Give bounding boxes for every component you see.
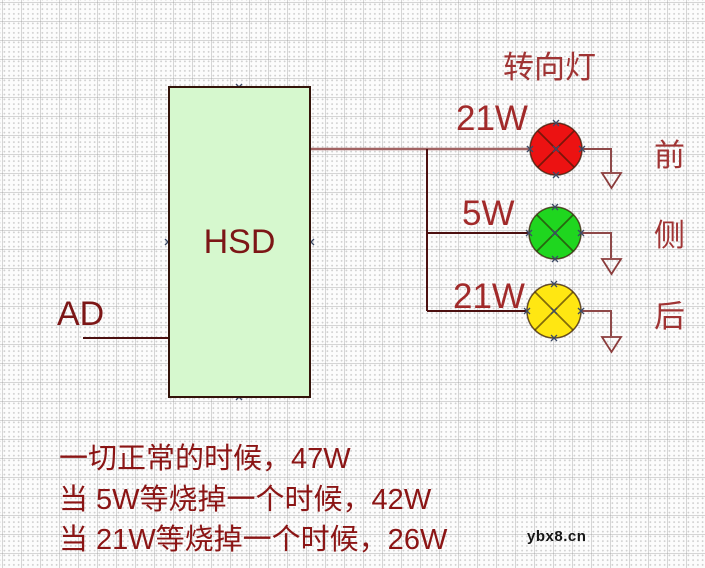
lamp3-power-label[interactable]: 21W [453,277,525,316]
wire-lamps-to-ground[interactable] [581,148,612,336]
handle-icon[interactable] [577,229,585,237]
wire-branch-bus[interactable] [426,149,530,312]
handle-icon[interactable] [578,145,586,153]
hsd-block[interactable]: HSD [168,86,311,398]
handle-icon[interactable] [552,119,560,127]
note-normal-power[interactable]: 一切正常的时候，47W [59,443,351,475]
ground-symbol-lamp1[interactable] [600,172,623,190]
handle-icon[interactable] [551,255,559,263]
position-label-rear[interactable]: 后 [654,299,685,335]
handle-icon[interactable] [550,334,558,342]
ground-symbol-lamp2[interactable] [600,258,623,276]
handle-icon[interactable] [550,280,558,288]
hsd-block-label: HSD [203,222,276,261]
handle-icon[interactable] [551,203,559,211]
ground-symbol-lamp3[interactable] [600,336,623,354]
handle-icon[interactable] [577,307,585,315]
ad-input-label[interactable]: AD [57,295,105,333]
title-turn-signal[interactable]: 转向灯 [503,50,596,86]
lamp1-power-label[interactable]: 21W [456,99,528,138]
position-label-side[interactable]: 侧 [654,218,685,254]
handle-icon[interactable] [526,145,534,153]
handle-icon[interactable] [552,171,560,179]
handle-icon[interactable] [550,307,558,315]
note-21w-burnout[interactable]: 当 21W等烧掉一个时候，26W [59,524,448,556]
position-label-front[interactable]: 前 [654,138,685,174]
handle-icon[interactable] [551,229,559,237]
lamp2-power-label[interactable]: 5W [462,194,515,233]
handle-icon[interactable] [525,229,533,237]
note-5w-burnout[interactable]: 当 5W等烧掉一个时候，42W [59,484,432,516]
handle-icon[interactable] [552,145,560,153]
ground-symbols [600,172,623,354]
handle-icon[interactable] [523,307,531,315]
watermark: ybx8.cn [527,528,587,545]
